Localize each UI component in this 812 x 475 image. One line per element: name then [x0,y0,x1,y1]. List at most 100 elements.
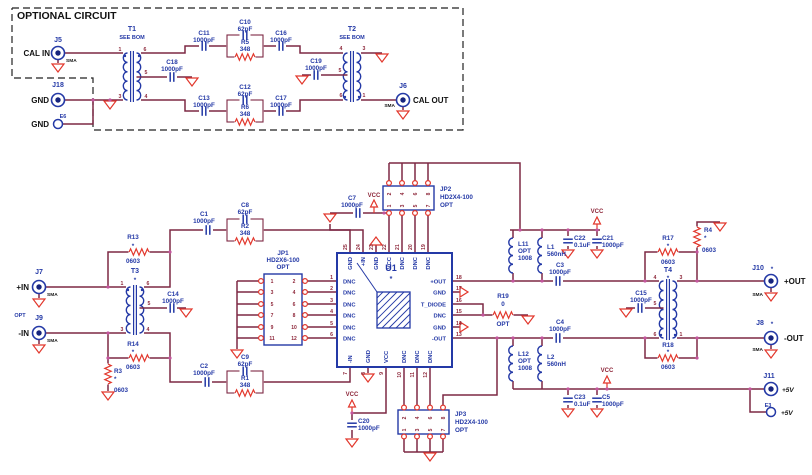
mask [553,274,563,288]
pin-circle [440,433,447,440]
schematic-label: R18 [662,342,674,349]
schematic-label: 348 [240,46,251,53]
schematic-label: 18 [456,275,462,281]
ground-icon [100,391,116,401]
pin-circle [399,210,406,217]
schematic-label: 560nH [547,361,566,368]
schematic-label: 5 [145,70,148,76]
junction-dot [540,279,544,283]
schematic-label: 1000pF [630,297,652,304]
schematic-label: 1008 [518,365,533,372]
schematic-label: +5V [781,410,793,417]
vcc-arrowhead [602,374,612,384]
schematic-label: 0603 [661,364,676,371]
u1-hatch-line [376,292,411,327]
ground-icon [360,373,376,383]
mask [234,237,256,245]
schematic-label: VCC [384,350,390,363]
pin-circle [302,335,309,342]
schematic-label: T3 [131,268,139,275]
schematic-label: -OUT [432,337,447,343]
mask [553,331,563,345]
schematic-label: C18 [166,59,178,66]
wire [389,162,521,230]
pin-circle [401,433,408,440]
schematic-label: * [667,349,670,356]
pin-circle [302,278,309,285]
ground-icon [322,213,338,223]
schematic-label: 1000pF [161,66,183,73]
jack-connector [395,92,411,108]
junction-dot [605,387,609,391]
jack-connector [763,273,779,289]
schematic-label: 20 [408,244,414,250]
schematic-label: 3 [400,204,406,207]
schematic-label: U1 [385,263,397,273]
capacitor-symbol [276,104,286,118]
junction-dot [595,228,599,232]
pin-circle [412,210,419,217]
schematic-label: 9 [271,325,274,331]
schematic-label: SEE BOM [119,35,145,41]
schematic-label: 7 [271,313,274,319]
pin-circle [386,180,393,187]
schematic-label: 17 [456,286,462,292]
schematic-label: 62pF [238,91,253,98]
u1-hatch-line [376,291,398,313]
phase-dot [343,95,347,99]
res-zigzag [128,353,150,363]
schematic-label: HD2X4-100 [455,419,488,426]
schematic-label: R19 [497,293,509,300]
coil [537,237,543,274]
schematic-label: GND [31,96,49,105]
schematic-label: 4 [415,416,421,419]
capacitor-symbol [635,301,645,315]
mask [590,236,604,246]
pin-circle [386,210,393,217]
inductor-symbol [506,345,520,382]
wire [644,338,697,359]
schematic-label: VCC [387,256,393,269]
capacitor-symbol [553,331,563,345]
pin-circle [412,180,419,187]
schematic-label: 6 [654,332,657,338]
junction-dot [695,279,699,283]
schematic-label: R3 [114,368,123,375]
mask [635,301,645,315]
capacitor-symbol [353,206,363,220]
schematic-label: 6 [293,302,296,308]
junction-dot [643,336,647,340]
phase-dot [123,54,127,58]
schematic-label: 348 [240,111,251,118]
schematic-label: 1000pF [162,298,184,305]
junction-dot [518,228,522,232]
schematic-label: 0603 [126,258,141,265]
mask [492,310,514,320]
jack-connector [765,406,777,418]
schematic-label: C8 [241,202,250,209]
jack-connector [50,92,66,108]
schematic-label: 1 [387,204,393,207]
jack-center [36,330,42,336]
mask [659,279,677,340]
schematic-label: SMA [47,292,58,298]
schematic-label: C20 [358,418,370,425]
schematic-label: 1 [363,93,366,99]
schematic-label: 3 [271,290,274,296]
schematic-label: +5V [782,387,794,394]
inductor-symbol [535,237,549,274]
resistor-symbol [103,363,113,385]
schematic-label: 348 [240,230,251,237]
mask [128,353,150,363]
phase-dot [659,333,663,337]
coil [672,280,678,339]
mask [311,68,321,82]
capacitor-symbol [311,68,321,82]
capacitor-symbol [276,39,286,53]
schematic-label: C2 [200,363,209,370]
coil [125,286,131,334]
jack-connector [31,325,47,341]
schematic-label: -IN [348,355,354,363]
resistor-symbol [492,310,514,320]
schematic-label: R13 [127,234,139,241]
